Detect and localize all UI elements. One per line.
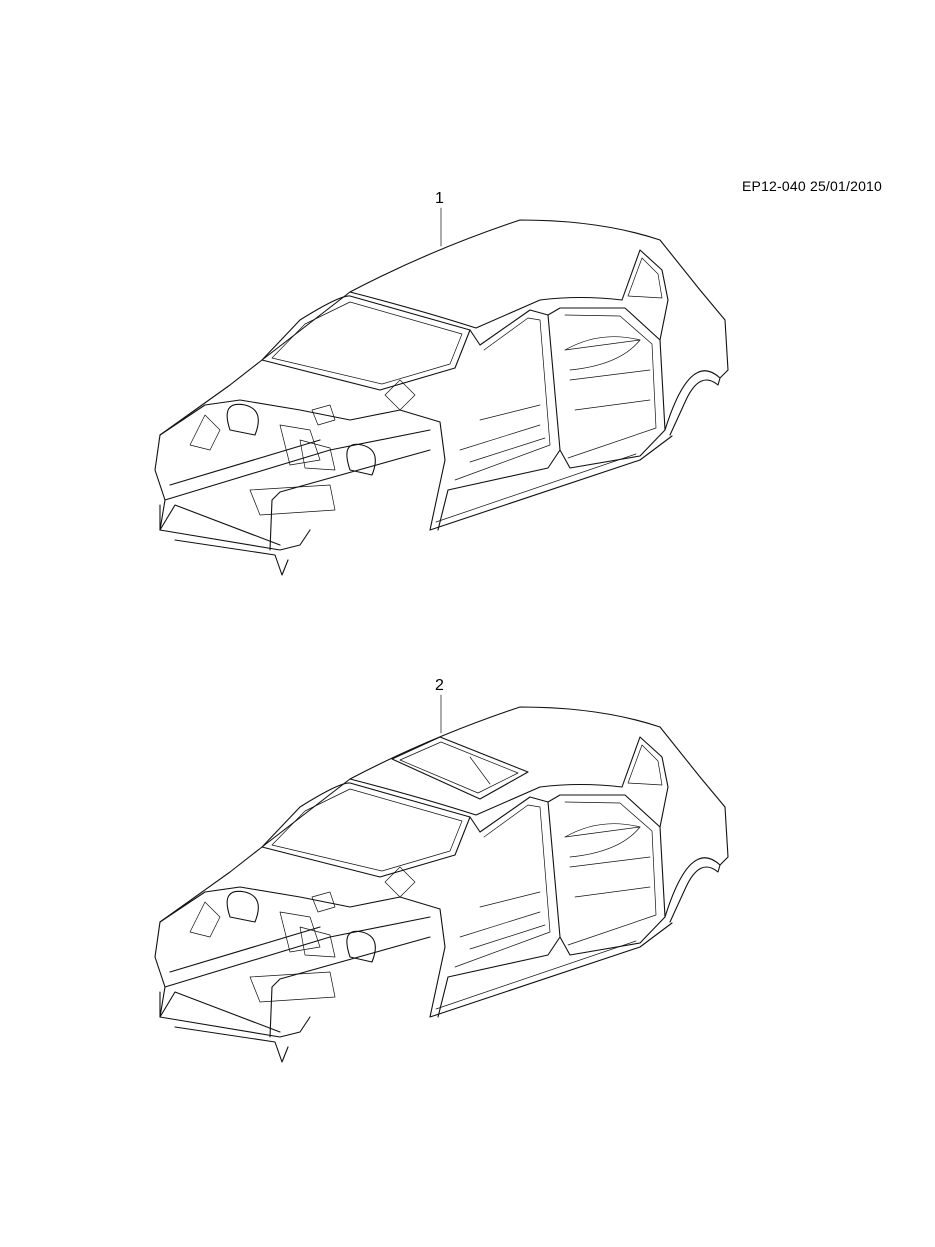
body-shell-outline	[154, 706, 729, 1063]
body-shell-drawing-2	[154, 694, 729, 1063]
callout-number-2: 2	[435, 677, 444, 694]
document-code: EP12-040 25/01/2010	[742, 178, 883, 194]
body-shell-drawing-1	[154, 207, 729, 576]
body-shell-outline	[154, 219, 729, 576]
sunroof-opening	[391, 736, 529, 800]
callout-number-1: 1	[435, 190, 444, 207]
